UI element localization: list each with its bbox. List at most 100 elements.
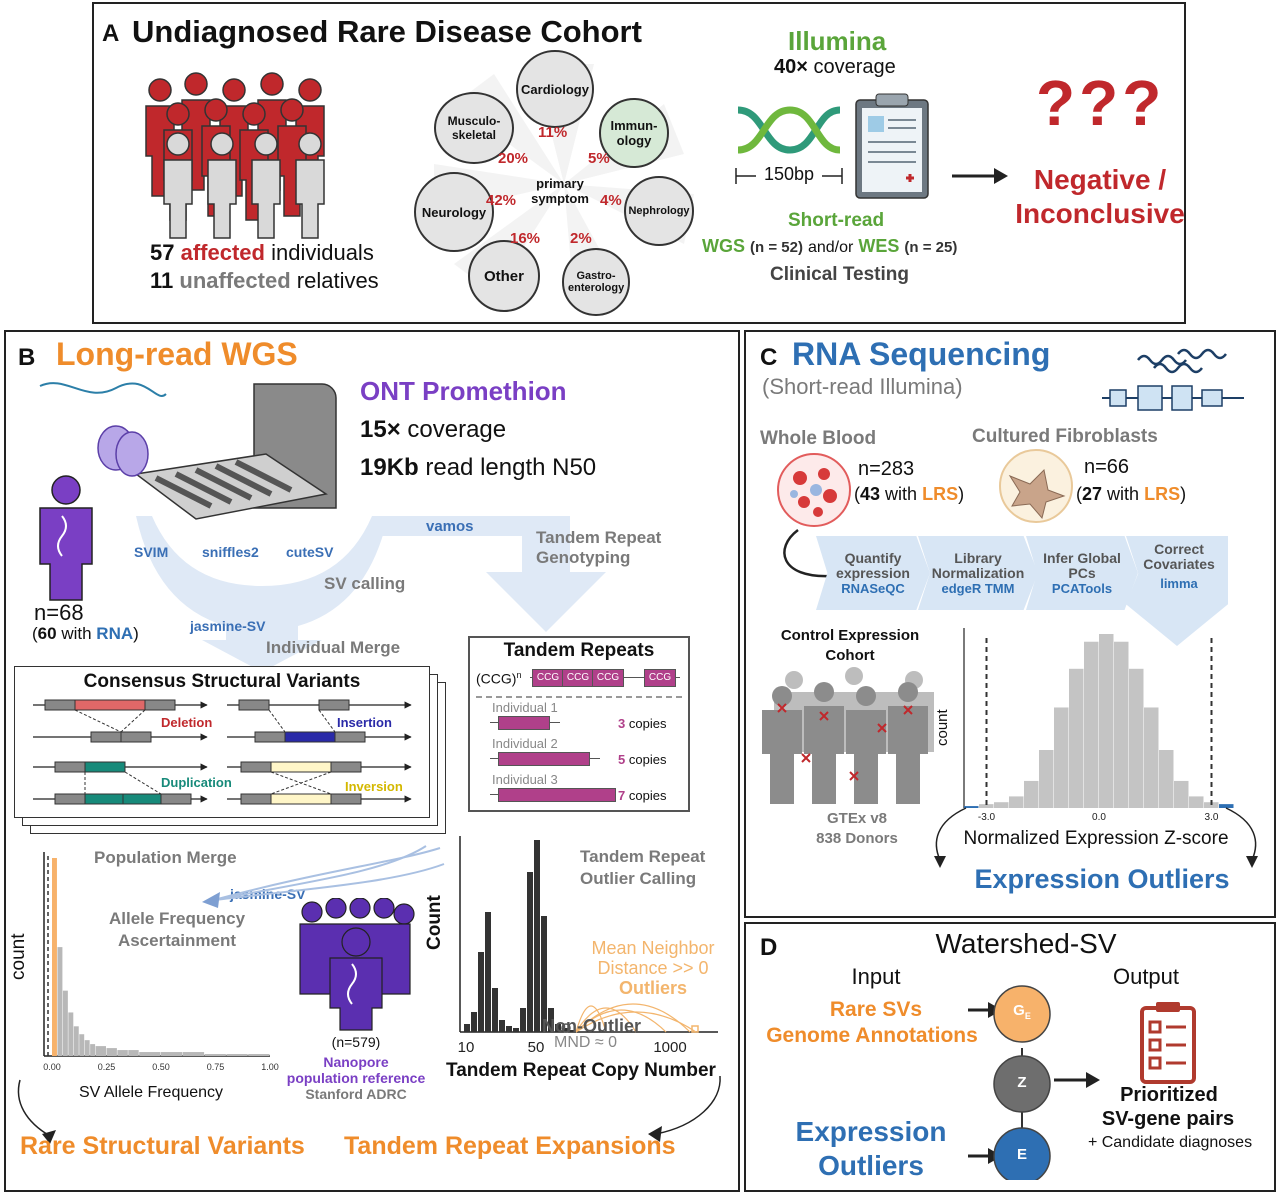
unaffected-count: 11 xyxy=(150,268,174,293)
histogram-bar xyxy=(226,1054,248,1056)
histogram-bar xyxy=(520,1008,526,1032)
histogram-bar xyxy=(161,1052,183,1056)
unaffected-person-icon xyxy=(163,132,193,239)
wb-lrs-word: LRS xyxy=(922,484,959,504)
duplication-label: Duplication xyxy=(161,775,232,790)
rna-word: RNA xyxy=(96,624,134,643)
tr-title: Tandem Repeats xyxy=(503,640,655,661)
rare-sv-label: Rare Structural Variants xyxy=(20,1132,305,1160)
unaffected-line: 11 unaffected relatives xyxy=(150,268,379,294)
cardiology-bubble: Cardiology xyxy=(516,50,594,128)
sv-calling-label: SV calling xyxy=(324,574,406,593)
merge-curves xyxy=(202,845,445,908)
panel-b-letter: B xyxy=(18,344,36,371)
population-merge-label: Population Merge xyxy=(94,848,237,867)
lr-readlen: 19Kb read length N50 xyxy=(360,454,596,482)
histogram-bar xyxy=(485,912,491,1032)
sv-gene-pairs-label: SV-gene pairs xyxy=(1101,1108,1235,1130)
gtex-donors-icon xyxy=(762,667,934,804)
non-outlier-marker xyxy=(561,1023,571,1033)
histogram-bar xyxy=(534,840,540,1032)
fb-lrs-word: LRS xyxy=(1144,484,1181,504)
histogram-bar xyxy=(68,1012,74,1056)
rna-with: with xyxy=(61,624,92,643)
gene-transcript-icon xyxy=(1102,348,1244,411)
outliers-label: Outliers xyxy=(618,978,688,998)
clipboard-icon xyxy=(855,93,929,199)
panel-d-letter: D xyxy=(760,934,778,961)
wgs-wes-line: WGS (n = 52) and/or WES (n = 25) xyxy=(702,236,957,257)
panel-c: C RNA Sequencing (Short-read Illumina) W… xyxy=(744,330,1276,918)
histogram-bar xyxy=(117,1050,128,1056)
lr-coverage-num: 15× xyxy=(360,416,401,443)
pipeline-step-normalization: Library Normalization edgeR TMM xyxy=(918,536,1038,610)
gastro-bubble: Gastro-enterology xyxy=(562,248,630,316)
read-length-bracket xyxy=(735,168,843,184)
histogram-bar xyxy=(73,1026,79,1056)
histogram-bar xyxy=(1204,802,1219,808)
gastro-label: Gastro-enterology xyxy=(568,270,625,294)
histogram-bar xyxy=(248,1054,270,1056)
mnd-line-1: Mean Neighbor xyxy=(591,938,715,958)
node-g xyxy=(993,985,1051,1043)
z-hist-xlabel: Normalized Expression Z-score xyxy=(963,828,1229,849)
histogram-bar xyxy=(1009,796,1024,808)
affected-rest: individuals xyxy=(271,240,374,265)
tr-unit: CCG xyxy=(532,669,564,687)
x-tick-label: 10 xyxy=(458,1039,475,1056)
histogram-bar xyxy=(128,1050,139,1056)
checklist-icon xyxy=(1140,1002,1196,1084)
clinical-testing-label: Clinical Testing xyxy=(770,264,910,285)
panel-c-letter: C xyxy=(760,344,778,371)
histogram-bar xyxy=(1084,641,1099,808)
histogram-bar xyxy=(562,1028,568,1032)
sequencer-icon xyxy=(39,382,337,520)
result-line-1: Negative / xyxy=(1033,164,1167,195)
wb-n: n=283 xyxy=(858,458,915,480)
step-tool: PCATools xyxy=(1051,580,1113,596)
tr-unit: CCG xyxy=(592,669,624,687)
tr-genotyping-label: Tandem Repeat Genotyping xyxy=(536,528,662,567)
affected-line: 57 affected individuals xyxy=(150,240,374,266)
step-title: Library Normalization xyxy=(931,549,1025,581)
fb-lrs-num: 27 xyxy=(1082,484,1103,504)
rna-open: ( xyxy=(32,624,38,643)
wgs-label: WGS xyxy=(702,236,745,256)
histogram-bar xyxy=(1024,780,1039,808)
node-z-label: Z xyxy=(1017,1074,1027,1091)
illumina-coverage-num: 40× xyxy=(774,56,808,78)
rna-close: ) xyxy=(133,624,139,643)
histogram-bar xyxy=(555,1024,561,1032)
cardiology-pct: 11% xyxy=(538,124,568,141)
panel-a-title: Undiagnosed Rare Disease Cohort xyxy=(132,14,642,49)
tr-motif-track: CCG CCG CCG CCG xyxy=(530,669,680,687)
panel-d: D Watershed-SV Input Output Rare SVs Gen… xyxy=(744,922,1276,1192)
other-bubble: Other xyxy=(468,240,540,312)
histogram-bar xyxy=(1219,804,1234,808)
step-title: Infer Global PCs xyxy=(1043,549,1121,581)
panel-b-title: Long-read WGS xyxy=(56,336,298,372)
patient-icon xyxy=(39,475,93,601)
flow-arrows xyxy=(136,516,606,672)
caller-cutesv: cuteSV xyxy=(286,544,334,560)
histogram-bar xyxy=(1114,641,1129,808)
sv-hist-xlabel: SV Allele Frequency xyxy=(78,1084,224,1101)
node-e xyxy=(993,1127,1051,1180)
step-tool: limma xyxy=(1160,576,1198,591)
pipeline-step-quantify: Quantify expression RNASeQC xyxy=(816,536,930,610)
neurology-label: Neurology xyxy=(421,204,487,220)
candidate-diagnoses-label: + Candidate diagnoses xyxy=(1087,1134,1253,1151)
output-label: Output xyxy=(1112,964,1180,989)
question-marks: ??? xyxy=(1036,67,1166,139)
bottom-arrows xyxy=(17,1075,721,1144)
tandem-repeats-box: Tandem Repeats (CCG)n CCG CCG CCG CCG In… xyxy=(468,636,690,812)
mnd-arc xyxy=(575,1005,607,1033)
tr-motif-sup: n xyxy=(516,670,522,680)
consensus-box: Consensus Structural Variants xyxy=(14,666,430,818)
node-g-text: G xyxy=(1013,1002,1025,1019)
panel-b: B Long-read WGS ONT Promethion 15× cover… xyxy=(4,330,740,1192)
x-tick-label: 1.00 xyxy=(261,1062,279,1072)
x-tick-label: 0.00 xyxy=(43,1062,61,1072)
